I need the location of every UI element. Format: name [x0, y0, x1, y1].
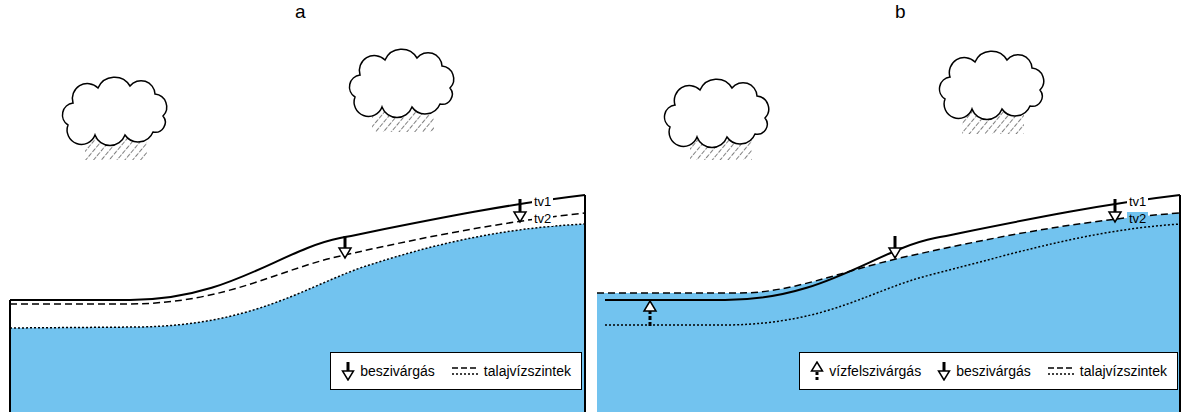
level-label: tv1	[532, 195, 553, 209]
legend-symbol	[1047, 361, 1075, 381]
legend-box: beszivárgás talajvízszintek	[330, 352, 582, 390]
legend-item: beszivárgás	[937, 361, 1031, 381]
section-edge	[1179, 195, 1181, 412]
legend-item: talajvízszintek	[1047, 361, 1167, 381]
legend-symbol	[937, 361, 951, 381]
rain-cloud	[664, 79, 768, 160]
infiltration-arrow	[889, 236, 901, 258]
legend-item: talajvízszintek	[451, 361, 571, 381]
infiltration-arrow	[1109, 199, 1121, 222]
legend-symbol	[810, 361, 824, 381]
rain-cloud	[939, 51, 1043, 134]
legend-box: vízfelszivárgás beszivárgás talajvízszinte…	[799, 352, 1178, 390]
capillary-rise-arrow	[644, 301, 656, 326]
water-table-dotted	[605, 224, 1180, 325]
panel-letter: a	[295, 2, 306, 23]
groundwater-body	[597, 213, 1180, 412]
rain-cloud	[62, 77, 166, 160]
panel-b	[597, 51, 1180, 412]
infiltration-arrow	[514, 199, 526, 222]
legend-text: talajvízszintek	[1080, 363, 1167, 379]
legend-symbol	[341, 361, 355, 381]
legend-text: beszivárgás	[956, 363, 1031, 379]
infiltration-arrow	[339, 236, 351, 258]
water-table-dotted	[10, 224, 585, 328]
legend-text: talajvízszintek	[484, 363, 571, 379]
legend-text: vízfelszivárgás	[829, 363, 921, 379]
ground-surface	[10, 195, 585, 300]
level-label: tv2	[532, 212, 553, 226]
water-table-dashed	[10, 213, 585, 304]
legend-item: vízfelszivárgás	[810, 361, 921, 381]
legend-symbol	[451, 361, 479, 381]
ground-surface	[605, 195, 1180, 300]
legend-text: beszivárgás	[360, 363, 435, 379]
section-edge	[9, 300, 11, 412]
legend-item: beszivárgás	[341, 361, 435, 381]
panel-a	[10, 49, 585, 412]
panel-letter: b	[895, 2, 906, 23]
rain-cloud	[349, 49, 453, 132]
level-label: tv1	[1127, 195, 1148, 209]
level-label: tv2	[1127, 212, 1148, 226]
section-edge	[584, 195, 586, 412]
